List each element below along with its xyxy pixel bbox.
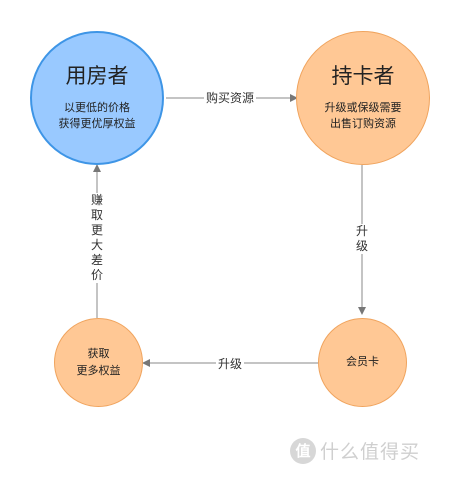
cardholder-title: 持卡者	[331, 63, 395, 88]
profit-char-2: 取	[90, 208, 103, 222]
upgrade-char-1: 升	[355, 224, 368, 238]
edge-label-upgrade-vertical: 升 级	[354, 224, 370, 254]
edge-label-profit-vertical: 赚 取 更 大 差 价	[89, 193, 105, 283]
member-card-label: 会员卡	[346, 355, 379, 369]
member-card-node: 会员卡	[318, 318, 407, 407]
watermark-text: 什么值得买	[320, 441, 421, 463]
profit-char-4: 大	[90, 238, 103, 252]
renter-desc-line-1: 以更低的价格	[64, 100, 130, 114]
renter-node: 用房者 以更低的价格 获得更优厚权益	[30, 31, 164, 165]
renter-desc-line-2: 获得更优厚权益	[58, 116, 136, 130]
edge-label-upgrade-horizontal: 升级	[216, 355, 245, 372]
watermark: 值 什么值得买	[290, 437, 420, 464]
benefits-line-2: 更多权益	[76, 363, 121, 377]
cardholder-node: 持卡者 升级或保级需要 出售订购资源	[296, 31, 430, 165]
benefits-node: 获取 更多权益	[54, 318, 143, 407]
cardholder-desc-line-1: 升级或保级需要	[324, 100, 402, 114]
cardholder-desc-line-2: 出售订购资源	[330, 116, 396, 130]
watermark-badge-icon: 值	[290, 437, 316, 464]
profit-char-5: 差	[90, 253, 103, 267]
renter-title: 用房者	[65, 63, 129, 88]
edge-label-buy: 购买资源	[204, 89, 257, 106]
profit-char-1: 赚	[90, 193, 103, 207]
profit-char-6: 价	[90, 268, 103, 282]
benefits-line-1: 获取	[87, 347, 110, 360]
profit-char-3: 更	[90, 223, 103, 237]
upgrade-char-2: 级	[355, 239, 368, 253]
